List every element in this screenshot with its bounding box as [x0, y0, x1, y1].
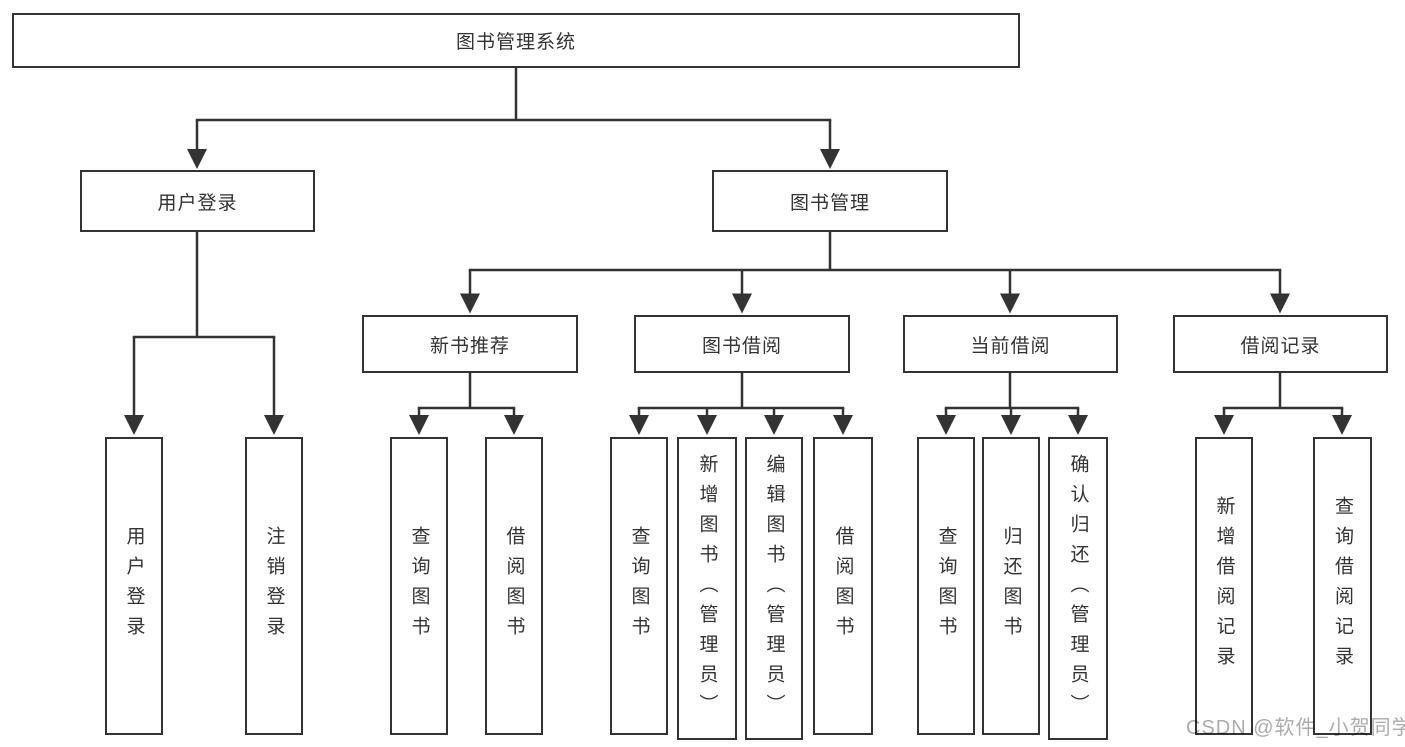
node-leaf-return-books: 归还图书 [982, 437, 1040, 735]
node-label: 归还图书 [1000, 526, 1022, 646]
node-label: 图书管理 [789, 192, 870, 214]
node-label: 新书推荐 [429, 335, 510, 357]
node-new-book-recommendation: 新书推荐 [362, 315, 578, 373]
node-leaf-query-books-2: 查询图书 [610, 437, 668, 735]
node-label: 查询图书 [628, 526, 650, 646]
node-label: 注销登录 [263, 526, 285, 646]
node-leaf-borrow-books-2: 借阅图书 [813, 437, 873, 735]
node-borrowing-records: 借阅记录 [1173, 315, 1388, 373]
node-current-borrowing: 当前借阅 [903, 315, 1118, 373]
node-leaf-query-books-3: 查询图书 [917, 437, 975, 735]
node-leaf-logout: 注销登录 [245, 437, 303, 735]
node-label: 借阅图书 [503, 526, 525, 646]
node-leaf-add-books-admin: 新增图书（管理员） [677, 437, 737, 740]
node-label: 确认归还（管理员） [1067, 453, 1089, 724]
node-user-login: 用户登录 [80, 170, 315, 232]
node-label: 借阅图书 [832, 526, 854, 646]
node-leaf-borrow-books-1: 借阅图书 [485, 437, 543, 735]
node-label: 新增借阅记录 [1213, 496, 1235, 676]
node-label: 借阅记录 [1240, 335, 1321, 357]
node-book-borrowing: 图书借阅 [634, 315, 850, 373]
node-leaf-user-login: 用户登录 [105, 437, 163, 735]
node-leaf-edit-books-admin: 编辑图书（管理员） [745, 437, 803, 740]
node-leaf-query-borrow-record: 查询借阅记录 [1313, 437, 1372, 735]
node-label: 查询图书 [408, 526, 430, 646]
node-label: 查询图书 [935, 526, 957, 646]
node-label: 用户登录 [123, 526, 145, 646]
node-label: 查询借阅记录 [1332, 496, 1353, 676]
node-label: 用户登录 [157, 192, 238, 214]
node-leaf-add-borrow-record: 新增借阅记录 [1195, 437, 1253, 735]
node-label: 当前借阅 [970, 335, 1051, 357]
watermark: CSDN @软件_小贺同学 [1186, 717, 1405, 739]
node-label: 图书管理系统 [455, 32, 576, 53]
node-book-management: 图书管理 [712, 170, 948, 232]
node-leaf-confirm-return-admin: 确认归还（管理员） [1048, 437, 1108, 740]
node-label: 编辑图书（管理员） [763, 453, 785, 724]
node-label: 图书借阅 [701, 335, 782, 357]
node-label: 新增图书（管理员） [696, 453, 718, 724]
node-library-management-system: 图书管理系统 [12, 13, 1020, 68]
node-leaf-query-books-1: 查询图书 [390, 437, 448, 735]
